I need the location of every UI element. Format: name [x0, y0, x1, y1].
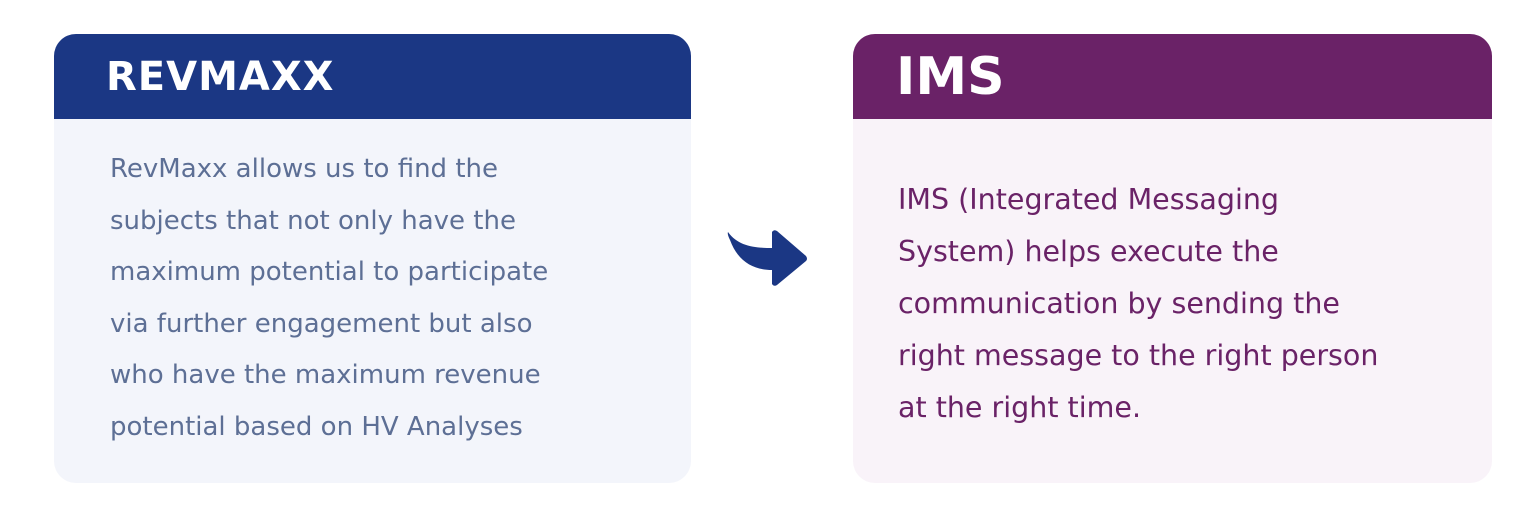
- description-line: subjects that not only have the: [110, 205, 516, 236]
- description-line: potential based on HV Analyses: [110, 411, 523, 442]
- description-line: System) helps execute the: [898, 235, 1279, 268]
- description-line: at the right time.: [898, 391, 1142, 424]
- revmaxx-title: REVMAXX: [54, 34, 691, 119]
- curved-arrow-right-icon: [727, 230, 807, 286]
- description-line: communication by sending the: [898, 287, 1340, 320]
- ims-card: IMS IMS (Integrated Messaging System) he…: [853, 34, 1492, 483]
- description-line: right message to the right person: [898, 339, 1379, 372]
- description-line: IMS (Integrated Messaging: [898, 183, 1280, 216]
- revmaxx-card: REVMAXX RevMaxx allows us to find the su…: [54, 34, 691, 483]
- ims-description: IMS (Integrated Messaging System) helps …: [898, 174, 1378, 434]
- description-line: who have the maximum revenue: [110, 360, 541, 390]
- description-line: maximum potential to participate: [110, 257, 549, 287]
- revmaxx-description: RevMaxx allows us to find the subjects t…: [110, 144, 548, 453]
- ims-title: IMS: [853, 34, 1492, 119]
- description-line: via further engagement but also: [110, 308, 533, 339]
- description-line: RevMaxx allows us to find the: [110, 154, 498, 184]
